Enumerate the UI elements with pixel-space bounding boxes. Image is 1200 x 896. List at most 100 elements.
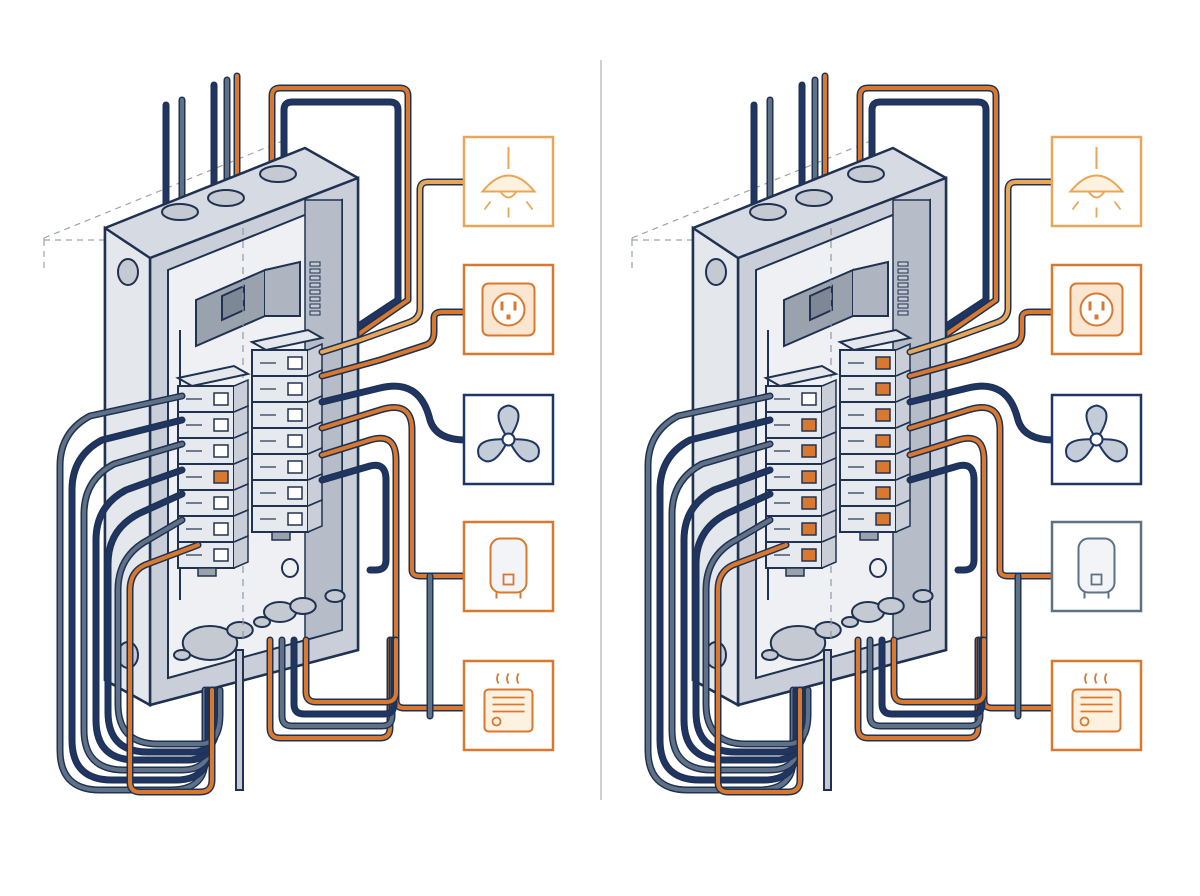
- top-knockout-2: [847, 165, 885, 183]
- lower-loop-wire-2-core: [292, 638, 396, 716]
- lamp-ray: [483, 200, 492, 211]
- lamp-shade: [480, 174, 537, 193]
- right-breaker-bank-breaker-switch-1: [287, 382, 303, 396]
- lower-loop-wire-2-core: [880, 638, 984, 716]
- outlet-slot: [500, 301, 504, 311]
- busbar-tooth: [897, 303, 909, 309]
- side-knockout: [117, 258, 139, 286]
- fan-blade: [506, 438, 540, 463]
- outlet-face: [491, 292, 526, 327]
- busbar-tooth: [897, 296, 909, 302]
- bottom-knockout-6: [324, 589, 346, 603]
- space-heater-knob: [491, 716, 502, 727]
- right-breaker-bank-breaker-switch-2: [287, 408, 303, 422]
- left-breaker-bank-breaker-switch-0: [213, 392, 229, 406]
- wire-to-fan-core: [908, 384, 1056, 442]
- wire-to-water-heater-core: [320, 405, 468, 578]
- fan-blade: [1065, 438, 1099, 463]
- left-breaker-bank-breaker-side-6: [233, 534, 249, 569]
- wire-to-water-heater-core: [908, 405, 1056, 578]
- main-breaker-handle: [221, 284, 245, 322]
- lower-loop-wire-1-core: [868, 638, 982, 728]
- busbar-tooth: [897, 275, 909, 281]
- heater-control: [1090, 573, 1103, 586]
- lower-loop-wire-0-core: [856, 638, 980, 740]
- feed-loop-orange-core: [858, 86, 998, 342]
- feed-loop-navy-core: [870, 100, 988, 337]
- busbar-tooth: [897, 310, 909, 316]
- main-breaker-handle: [809, 284, 833, 322]
- outlet-ground: [1094, 314, 1099, 320]
- feed-loop-orange-core: [270, 86, 410, 342]
- top-knockout-1: [207, 189, 245, 207]
- busbar-tooth: [309, 261, 321, 267]
- right-breaker-bank-breaker-switch-1: [875, 382, 891, 396]
- right-breaker-bank-breaker-switch-3: [287, 434, 303, 448]
- lower-loop-wire-3-core: [304, 638, 398, 704]
- ground-rod: [235, 649, 244, 791]
- left-branch-wire-3-core: [682, 468, 804, 762]
- outlet-slot: [1101, 301, 1105, 311]
- bottom-knockout-0: [769, 625, 827, 661]
- wire-loop-navy-core: [908, 463, 976, 572]
- outlet-ground: [506, 314, 511, 320]
- interior-knockout: [281, 558, 299, 578]
- space-heater-icon: [462, 659, 555, 752]
- ceiling-lamp-icon: [462, 135, 555, 228]
- left-breaker-bank-breaker-switch-3: [801, 470, 817, 484]
- bottom-knockout-3: [877, 597, 905, 615]
- right-breaker-bank-breaker-switch-6: [875, 512, 891, 526]
- busbar-tooth: [309, 310, 321, 316]
- ground-rod: [823, 649, 832, 791]
- lamp-ray: [525, 200, 534, 211]
- right-breaker-bank-breaker-switch-5: [875, 486, 891, 500]
- right-breaker-bank-mount-clip: [859, 531, 879, 541]
- panel-left: [43, 72, 555, 796]
- top-knockout-1: [795, 189, 833, 207]
- busbar-tooth: [897, 261, 909, 267]
- lamp-bulb: [499, 190, 518, 199]
- wall-outlet-icon: [1050, 263, 1143, 356]
- left-breaker-bank-breaker-switch-2: [801, 444, 817, 458]
- left-branch-wire-1-core: [70, 418, 210, 782]
- lower-loop-wire-0-core: [268, 638, 392, 740]
- space-heater-heat-wave: [496, 673, 500, 684]
- interior-knockout: [869, 558, 887, 578]
- left-breaker-bank-breaker-switch-2: [213, 444, 229, 458]
- left-breaker-bank-top: [763, 364, 839, 388]
- right-breaker-bank-breaker-switch-4: [875, 460, 891, 474]
- wire-loop-navy-core: [320, 463, 388, 572]
- fan-blade: [1085, 404, 1108, 442]
- left-branch-wire-2-core: [82, 442, 213, 772]
- right-breaker-bank-breaker-switch-3: [875, 434, 891, 448]
- left-branch-wire-1-core: [658, 418, 798, 782]
- bottom-knockout-1: [814, 621, 842, 639]
- panel-right: [631, 72, 1143, 796]
- lamp-shade: [1068, 174, 1125, 193]
- feed-loop-navy-core: [282, 100, 400, 337]
- heater-tank: [489, 537, 528, 594]
- busbar-tooth: [309, 289, 321, 295]
- space-heater-heat-wave: [1094, 673, 1098, 684]
- space-heater-body: [483, 688, 534, 733]
- lamp-ray: [1071, 200, 1080, 211]
- bottom-knockout-5: [841, 616, 859, 628]
- right-breaker-bank-breaker-switch-0: [287, 356, 303, 370]
- space-heater-heat-wave: [1084, 673, 1088, 684]
- left-branch-wire-orange-core: [716, 543, 802, 794]
- wire-to-outlet-core: [908, 310, 1056, 378]
- bottom-knockout-4: [173, 649, 191, 661]
- lower-loop-wire-3-core: [892, 638, 986, 704]
- wire-to-space-heater-core: [908, 436, 1056, 710]
- outlet-slot: [513, 301, 517, 311]
- water-heater-icon: [1050, 520, 1143, 613]
- bottom-knockout-0: [181, 625, 239, 661]
- left-breaker-bank-mount-clip: [197, 567, 217, 577]
- bottom-knockout-4: [761, 649, 779, 661]
- main-breaker-side: [852, 260, 889, 317]
- top-knockout-0: [749, 203, 787, 221]
- space-heater-heat-wave: [506, 673, 510, 684]
- lower-loop-wire-1-core: [280, 638, 394, 728]
- ceiling-lamp-icon: [1050, 135, 1143, 228]
- left-breaker-bank-breaker-switch-1: [801, 418, 817, 432]
